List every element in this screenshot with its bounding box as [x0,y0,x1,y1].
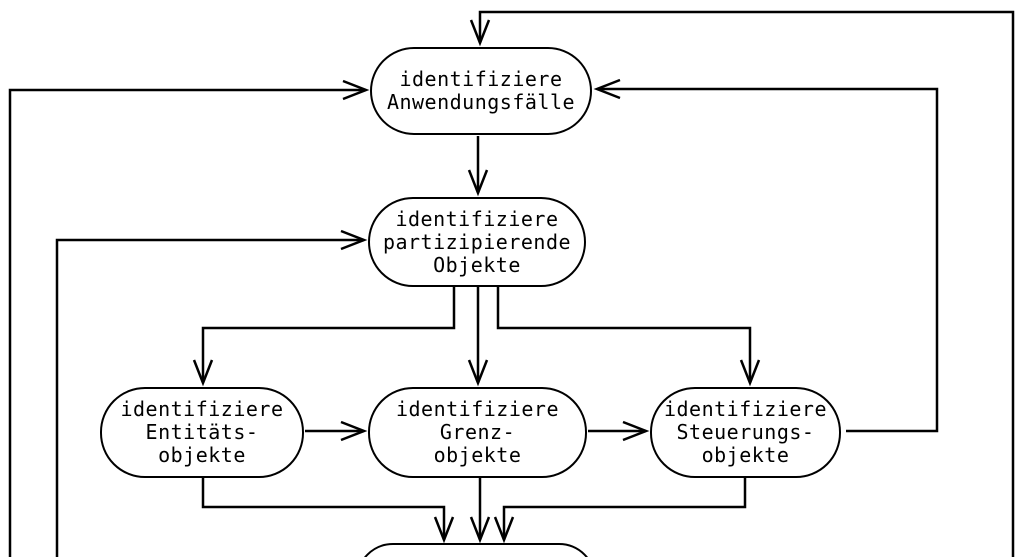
edge-control-objects-to-use-cases [593,78,939,433]
edge-participating-to-entity-objects [192,287,456,387]
edge-participating-to-control-objects [496,287,761,387]
node-bottom-partial [356,543,596,557]
node-identify-control-objects: identifiziere Steuerungs- objekte [650,387,841,478]
edge-entity-objects-to-bottom-node [201,478,455,544]
edge-loop-left-to-participating-objects [55,229,368,557]
edge-loop-left-to-use-cases [8,79,370,557]
node-identify-use-cases: identifiziere Anwendungsfälle [370,47,592,135]
node-identify-boundary-objects: identifiziere Grenz- objekte [368,387,587,478]
edge-loop-right-to-use-cases-top [469,10,1015,557]
node-identify-entity-objects: identifiziere Entitäts- objekte [100,387,304,478]
node-identify-participating-objects: identifiziere partizipierende Objekte [368,197,586,287]
edge-control-objects-to-bottom-node [493,478,747,544]
